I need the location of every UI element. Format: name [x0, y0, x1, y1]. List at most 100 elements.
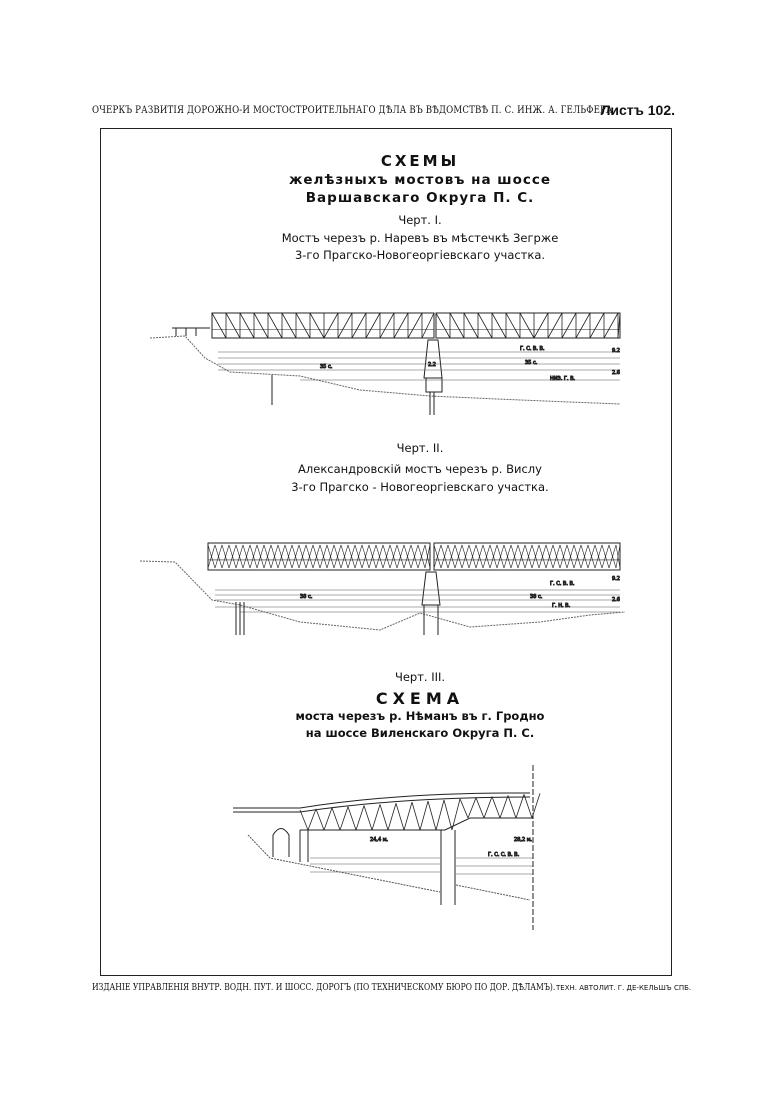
svg-text:9.2: 9.2 [612, 576, 620, 582]
truss-member [312, 544, 321, 569]
svg-text:2.6: 2.6 [612, 597, 620, 603]
approach-road [233, 807, 300, 813]
truss-member [337, 312, 353, 339]
truss-member [552, 544, 561, 569]
truss-member [587, 544, 596, 569]
truss-member [375, 544, 384, 569]
truss-member [323, 807, 333, 831]
pier [421, 571, 441, 606]
truss-member [299, 809, 309, 831]
truss-member [467, 797, 477, 819]
truss-member [524, 544, 533, 569]
truss-member [561, 312, 577, 339]
truss-member [228, 544, 237, 569]
truss-member [419, 801, 429, 831]
truss-member [482, 544, 491, 569]
truss-member [354, 544, 363, 569]
running-header: ОЧЕРКЪ РАЗВИТІЯ ДОРОЖНО-И МОСТОСТРОИТЕЛЬ… [92, 104, 616, 116]
truss-member [256, 544, 265, 569]
truss-member [454, 544, 463, 569]
truss-member [499, 795, 509, 819]
truss-member [379, 804, 389, 831]
truss-member [545, 544, 554, 569]
piles [271, 375, 435, 415]
truss-member [603, 312, 619, 339]
truss-member [295, 312, 311, 339]
arch-opening [272, 828, 290, 857]
truss-member [211, 312, 227, 339]
svg-text:9.2: 9.2 [612, 348, 620, 354]
truss-member [319, 544, 328, 569]
truss-member [491, 312, 507, 339]
truss-member [365, 312, 381, 339]
truss-member [424, 544, 431, 569]
truss-member [347, 806, 357, 831]
truss-bottom-chord [300, 817, 533, 831]
deck [299, 792, 531, 813]
truss-member [403, 802, 413, 831]
main-subtitle-2: Варшавскаго Округа П. С. [305, 190, 535, 206]
truss-member [491, 796, 501, 819]
truss-member [347, 544, 356, 569]
drawing-3-label: Черт. III. [394, 670, 446, 684]
drawing-1-narew-bridge: Г. С. В. В. 35 с. 35 с. 2.2 9.2 2.6 НИЗ.… [149, 312, 621, 415]
truss-member [510, 544, 519, 569]
publisher-footer: ИЗДАНІЕ УПРАВЛЕНІЯ ВНУТР. ВОДН. ПУТ. И Ш… [92, 982, 556, 993]
sheet-number: Листъ 102. [600, 102, 675, 118]
drawing-1-label: Черт. I. [398, 213, 442, 227]
truss-member [410, 544, 419, 569]
svg-text:2.2: 2.2 [428, 362, 436, 368]
svg-text:Г. С. С. В. В.: Г. С. С. В. В. [488, 852, 520, 858]
abutment [299, 830, 309, 862]
truss-member [284, 544, 293, 569]
drawing-2-label: Черт. II. [396, 441, 444, 455]
svg-text:24,4 м.: 24,4 м. [370, 837, 388, 843]
truss-member [395, 803, 405, 831]
truss-member [463, 312, 479, 339]
truss-member [566, 544, 575, 569]
truss-member [461, 544, 470, 569]
truss-member [435, 799, 445, 831]
truss-member [515, 794, 525, 819]
railing [172, 327, 210, 336]
truss-span-left [207, 542, 431, 571]
truss-member [326, 544, 335, 569]
truss-member [496, 544, 505, 569]
drawing-2-vistula-bridge: Г. С. В. В. 38 с. 38 с. 9.2 2.6 Г. Н. В. [139, 542, 626, 635]
drawing-3-caption-1: моста черезъ р. Нѣманъ въ г. Гродно [295, 709, 545, 723]
drawing-3-caption-2: на шоссе Виленскаго Округа П. С. [305, 726, 535, 740]
truss-member [417, 544, 426, 569]
truss-member [389, 544, 398, 569]
truss-member [270, 544, 279, 569]
truss-member [407, 312, 423, 339]
truss-member [242, 544, 251, 569]
truss-member [468, 544, 477, 569]
truss-member [411, 802, 421, 831]
truss-member [475, 544, 484, 569]
drawing-3-title: СХЕМА [375, 689, 465, 708]
truss-member [435, 312, 451, 339]
truss-member [393, 312, 409, 339]
drawing-2-caption-2: 3-го Прагско - Новогеоргіевскаго участка… [291, 480, 549, 494]
drawing-3-neman-bridge: 24,4 м. 28,2 м. Г. С. С. В. В. [233, 765, 541, 930]
truss-member [589, 312, 605, 339]
truss-member [601, 544, 610, 569]
truss-member [477, 312, 493, 339]
truss-member [249, 544, 258, 569]
truss-member [382, 544, 391, 569]
truss-member [361, 544, 370, 569]
drawing-1-caption-1: Мостъ черезъ р. Наревъ въ мѣстечкѣ Зегрж… [281, 231, 559, 245]
truss-member [573, 544, 582, 569]
truss-member [517, 544, 526, 569]
truss-member [608, 544, 617, 569]
truss-member [340, 544, 349, 569]
truss-member [507, 795, 517, 819]
pier [423, 339, 443, 393]
bank-slope [139, 560, 626, 631]
truss-member [291, 544, 300, 569]
truss-member [594, 544, 603, 569]
truss-member [371, 804, 381, 831]
truss-member [225, 312, 241, 339]
bank-slope [149, 335, 621, 405]
truss-member [221, 544, 230, 569]
